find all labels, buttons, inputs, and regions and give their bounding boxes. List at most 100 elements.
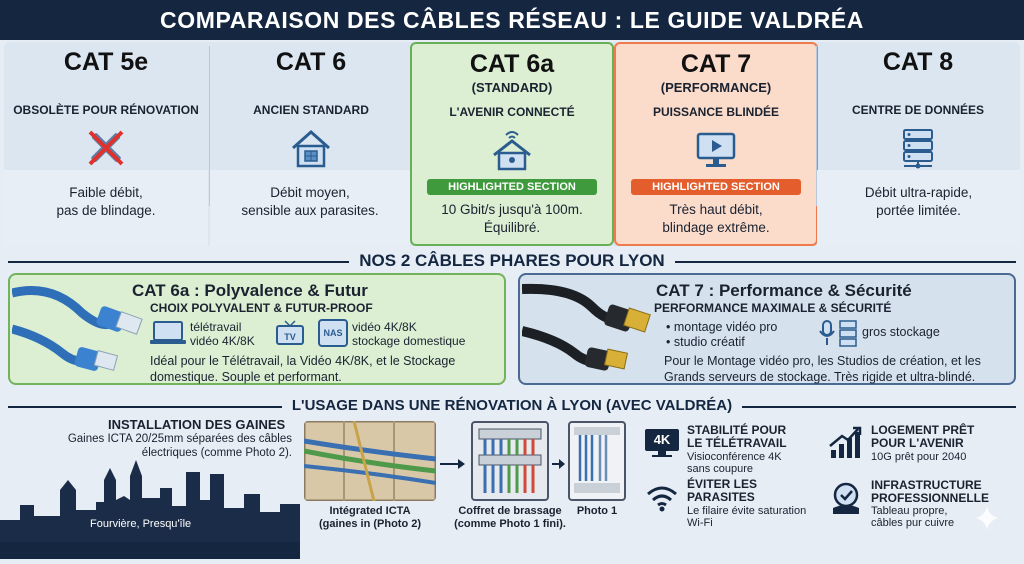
icta-conduit-illustration [304, 421, 436, 501]
cat-subtitle: (PERFORMANCE) [660, 80, 772, 95]
cat-description: Débit ultra-rapide, portée limitée. [817, 184, 1020, 220]
cat-tagline: ANCIEN STANDARD [253, 103, 369, 117]
cat-tagline: L'AVENIR CONNECTÉ [449, 105, 575, 119]
laptop-icon [148, 319, 188, 352]
smart-home-icon [412, 127, 612, 173]
microphone-icon [818, 319, 836, 352]
cat-description: 10 Gbit/s jusqu'à 100m. Équilibré. [412, 201, 612, 237]
section-heading-phares: NOS 2 CÂBLES PHARES POUR LYON [0, 251, 1024, 271]
feature-stockage: stockage domestique [352, 334, 466, 348]
title-line-2: PARASITES [687, 490, 755, 504]
title-line-1: LOGEMENT PRÊT [871, 423, 975, 437]
desc-line-2: Équilibré. [483, 220, 541, 235]
badge-check-icon [830, 482, 862, 521]
cat-subtitle: (STANDARD) [471, 80, 553, 95]
box-description: Pour le Montage vidéo pro, les Studios d… [664, 353, 981, 385]
box-description: Idéal pour le Télétravail, la Vidéo 4K/8… [150, 353, 455, 385]
feature-video-4k: vidéo 4K/8K [352, 320, 417, 334]
feature-stockage: gros stockage [862, 325, 940, 339]
cat-description: Faible débit, pas de blindage. [4, 184, 208, 220]
nas-label: NAS [323, 328, 343, 338]
svg-text:TV: TV [284, 332, 296, 342]
crossed-tools-icon [4, 125, 208, 171]
title-line-1: ÉVITER LES [687, 477, 758, 491]
cabinet-illustration [568, 421, 626, 501]
desc-line-2: câbles pur cuivre [871, 517, 955, 529]
patch-panel-illustration [471, 421, 549, 501]
nas-icon: NAS [318, 319, 348, 347]
cat6a-feature-box: CAT 6a : Polyvalence & Futur CHOIX POLYV… [8, 273, 506, 385]
install-title: INSTALLATION DES GAINES [108, 417, 286, 432]
sparkle-icon [974, 505, 1000, 536]
box-subtitle: PERFORMANCE MAXIMALE & SÉCURITÉ [654, 301, 892, 315]
arrow-icon [440, 457, 466, 475]
desc-line-1: Visioconférence 4K [687, 451, 782, 463]
desc-line-2: sensible aux parasites. [241, 203, 379, 218]
caption-line-2: (gaines in (Photo 2) [318, 518, 422, 530]
caption-icta: Intégrated ICTA(gaines in (Photo 2) [304, 505, 436, 531]
desc-line-1: 10 Gbit/s jusqu'à 100m. [441, 202, 583, 217]
section-title: NOS 2 CÂBLES PHARES POUR LYON [349, 251, 675, 270]
title-line-1: INFRASTRUCTURE [871, 478, 982, 492]
cat-name: CAT 6 [275, 48, 347, 76]
box-title: CAT 6a : Polyvalence & Futur [132, 281, 368, 300]
box-subtitle: CHOIX POLYVALENT & FUTUR-PROOF [150, 301, 373, 315]
lyon-skyline-illustration [0, 450, 300, 559]
growth-chart-icon [828, 426, 862, 465]
desc-line-1: Le filaire évite saturation [687, 505, 807, 517]
category-comparison: CAT 5e OBSOLÈTE POUR RÉNOVATION CAT 6 AN… [4, 42, 1020, 246]
cat7-column: CAT 7 (PERFORMANCE) PUISSANCE BLINDÉE HI… [614, 42, 818, 246]
desc-line-2: blindage extrême. [662, 220, 770, 235]
title-line-2: LE TÉLÉTRAVAIL [687, 436, 787, 450]
desc-line-2: portée limitée. [876, 203, 961, 218]
black-cable-illustration [520, 279, 654, 383]
desc-line-2: pas de blindage. [56, 203, 156, 218]
cat6-lower: Débit moyen, sensible aux parasites. [210, 170, 410, 246]
cat-name: CAT 7 [680, 50, 752, 78]
desc-line-1: Idéal pour le Télétravail, la Vidéo 4K/8… [150, 354, 456, 368]
highlight-badge: HIGHLIGHTED SECTION [631, 179, 801, 195]
cat6-column: CAT 6 ANCIEN STANDARD [209, 42, 413, 246]
cat-description: Très haut débit,blindage extrême. [616, 201, 816, 237]
4k-monitor-icon: 4K [644, 428, 680, 458]
benefit-infra-desc: Tableau propre,câbles pur cuivre [871, 505, 954, 529]
feature-studio: • studio créatif [666, 335, 745, 349]
section-heading-usage: L'USAGE DANS UNE RÉNOVATION À LYON (AVEC… [0, 397, 1024, 414]
tv-icon: TV [274, 319, 306, 352]
cat7-feature-box: CAT 7 : Performance & Sécurité PERFORMAN… [518, 273, 1016, 385]
desc-line-1: Faible débit, [69, 185, 143, 200]
wifi-icon [646, 484, 678, 517]
caption-line-1: Coffret de brassage [458, 505, 562, 517]
feature-video: vidéo 4K/8K [190, 334, 255, 348]
4k-label: 4K [653, 432, 671, 447]
column-divider [816, 46, 817, 206]
city-label: Fourvière, Presqu'île [90, 518, 192, 530]
page-title: COMPARAISON DES CÂBLES RÉSEAU : LE GUIDE… [0, 0, 1024, 40]
server-stack-icon [838, 319, 858, 352]
cat-description: Débit moyen, sensible aux parasites. [210, 184, 410, 220]
caption-line-2: (comme Photo 1 fini). [454, 518, 566, 530]
cat5e-lower: Faible débit, pas de blindage. [4, 170, 208, 246]
box-title: CAT 7 : Performance & Sécurité [656, 281, 912, 300]
desc-line-1: Débit ultra-rapide, [864, 185, 973, 200]
desc-line-2: sans coupure [687, 463, 754, 475]
cat8-lower: Débit ultra-rapide, portée limitée. [817, 170, 1020, 246]
desc-line-1: Pour le Montage vidéo pro, les Studios d… [664, 354, 981, 368]
caption-coffret: Coffret de brassage(comme Photo 1 fini). [450, 505, 570, 531]
server-icon [816, 125, 1020, 171]
cat-name: CAT 6a [469, 50, 555, 78]
benefit-future-desc: 10G prêt pour 2040 [871, 451, 967, 463]
section-title: L'USAGE DANS UNE RÉNOVATION À LYON (AVEC… [281, 397, 743, 414]
feature-teletravail: télétravail [190, 320, 242, 334]
cat-name: CAT 8 [882, 48, 954, 76]
feature-list: • montage vidéo pro• studio créatif [666, 320, 777, 350]
cat-name: CAT 5e [63, 48, 149, 76]
desc-line-1: Débit moyen, [270, 185, 350, 200]
desc-line-2: Grands serveurs de stockage. Très rigide… [664, 370, 976, 384]
desc-line-2: Wi-Fi [687, 517, 713, 529]
